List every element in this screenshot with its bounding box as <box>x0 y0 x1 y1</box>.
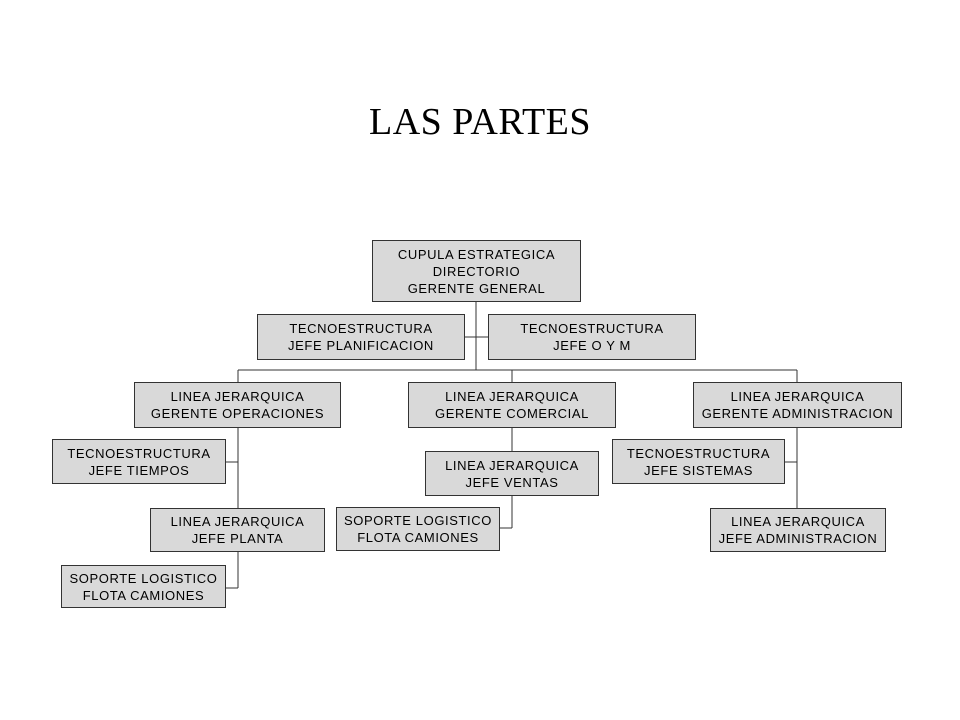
box-line: TECNOESTRUCTURA <box>626 445 771 461</box>
box-line: LINEA JERARQUICA <box>445 389 579 404</box>
box-tecno-planificacion: TECNOESTRUCTURA JEFE PLANIFICACION <box>257 314 465 360</box>
box-linea-ventas: LINEA JERARQUICA JEFE VENTAS <box>425 451 599 496</box>
box-line: JEFE TIEMPOS <box>88 462 190 478</box>
box-soporte-operaciones: SOPORTE LOGISTICO FLOTA CAMIONES <box>61 565 226 608</box>
box-line: JEFE PLANIFICACION <box>288 338 434 353</box>
box-line: JEFE ADMINISTRACION <box>718 531 878 546</box>
box-line: GERENTE OPERACIONES <box>150 406 325 421</box>
box-line: FLOTA CAMIONES <box>357 530 479 545</box>
page-title: LAS PARTES <box>369 101 591 143</box>
box-line: LINEA JERARQUICA <box>445 457 579 473</box>
box-tecno-tiempos: TECNOESTRUCTURA JEFE TIEMPOS <box>52 439 226 484</box>
box-linea-comercial: LINEA JERARQUICA GERENTE COMERCIAL <box>408 382 616 428</box>
box-linea-planta: LINEA JERARQUICA JEFE PLANTA <box>150 508 325 552</box>
box-line: LINEA JERARQUICA <box>170 514 305 529</box>
box-line: LINEA JERARQUICA <box>170 389 305 404</box>
box-soporte-comercial: SOPORTE LOGISTICO FLOTA CAMIONES <box>336 507 500 551</box>
box-tecno-sistemas: TECNOESTRUCTURA JEFE SISTEMAS <box>612 439 785 484</box>
box-line: TECNOESTRUCTURA <box>289 321 433 336</box>
box-line: JEFE O Y M <box>553 338 631 353</box>
box-line: JEFE SISTEMAS <box>644 462 753 478</box>
box-line: LINEA JERARQUICA <box>731 514 865 529</box>
box-line: SOPORTE LOGISTICO <box>69 570 218 586</box>
box-line: JEFE PLANTA <box>191 531 284 546</box>
box-line: SOPORTE LOGISTICO <box>344 513 492 528</box>
box-line: GERENTE COMERCIAL <box>435 406 589 421</box>
box-line: CUPULA ESTRATEGICA <box>397 246 556 262</box>
box-tecno-oym: TECNOESTRUCTURA JEFE O Y M <box>488 314 696 360</box>
box-line: JEFE VENTAS <box>465 474 559 490</box>
box-line: GERENTE ADMINISTRACION <box>701 406 894 421</box>
box-linea-operaciones: LINEA JERARQUICA GERENTE OPERACIONES <box>134 382 341 428</box>
box-line: TECNOESTRUCTURA <box>520 321 664 336</box>
box-line: FLOTA CAMIONES <box>82 587 205 603</box>
box-linea-administracion: LINEA JERARQUICA GERENTE ADMINISTRACION <box>693 382 902 428</box>
box-line: LINEA JERARQUICA <box>730 389 865 404</box>
box-line: TECNOESTRUCTURA <box>67 445 211 461</box>
box-line: GERENTE GENERAL <box>407 280 546 296</box>
box-cupula-estrategica: CUPULA ESTRATEGICA DIRECTORIO GERENTE GE… <box>372 240 581 302</box>
box-line: DIRECTORIO <box>432 263 521 279</box>
box-linea-jefe-administracion: LINEA JERARQUICA JEFE ADMINISTRACION <box>710 508 886 552</box>
